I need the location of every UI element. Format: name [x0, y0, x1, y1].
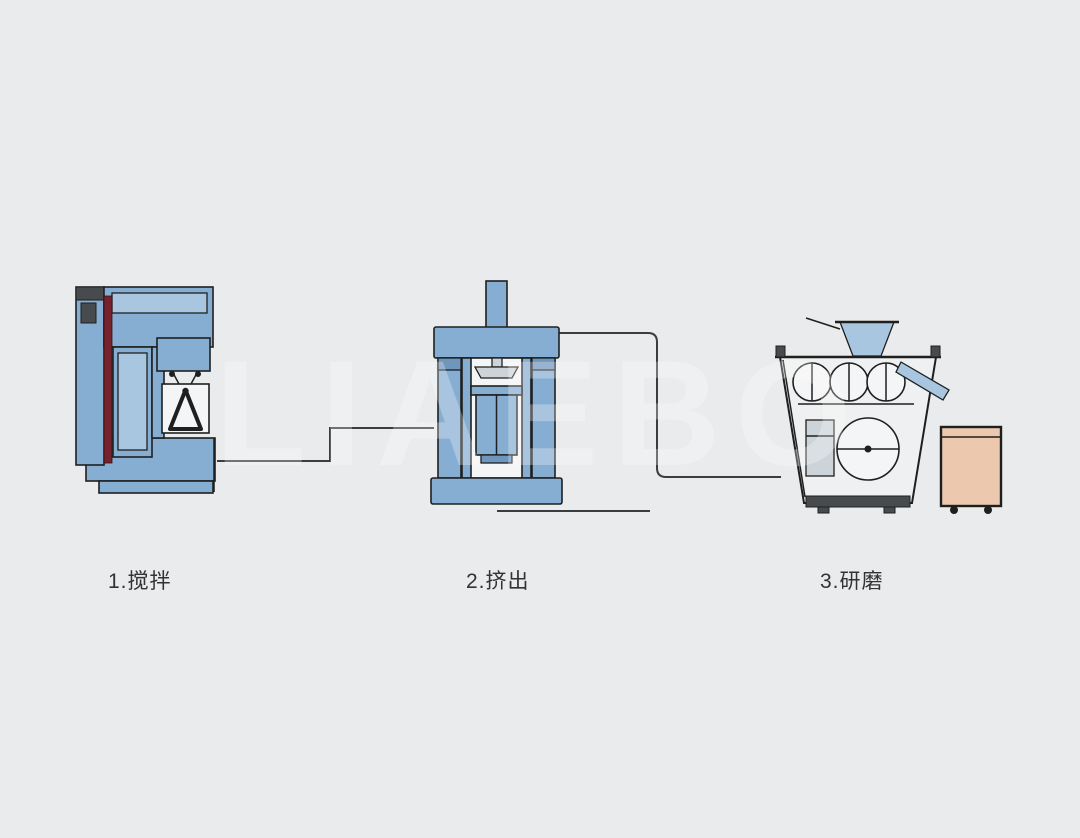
mixer-machine	[75, 286, 216, 494]
mixer-base-plate	[98, 480, 214, 494]
mixer-tower-window	[80, 302, 97, 324]
grinder-foot-right	[883, 506, 896, 514]
press-inner-rod-left	[461, 357, 472, 479]
drive-wheel-hub	[864, 445, 872, 453]
grinder-machine	[775, 317, 950, 514]
grinder-flange-right	[930, 345, 941, 358]
press-column-left-cap	[437, 357, 462, 371]
tank-wheel-left	[950, 506, 958, 514]
agitator-pivot	[182, 387, 189, 395]
mixer-hanger-pin-left	[169, 371, 175, 377]
step-label-mixing: 1.搅拌	[108, 570, 172, 593]
grinder-flange-left	[775, 345, 786, 358]
mixer-door-panel	[117, 352, 148, 451]
flow-line-press-to-grinder	[559, 332, 781, 478]
ram-plate	[473, 366, 520, 379]
press-column-right	[531, 357, 556, 479]
ram-stem	[491, 357, 503, 368]
grinder-foot-left	[817, 506, 830, 514]
red-stripe	[103, 295, 113, 464]
discharge-chute	[895, 361, 950, 401]
press-top-cylinder	[485, 280, 508, 330]
press-top-beam	[433, 326, 560, 359]
tank-wheel-right	[984, 506, 992, 514]
drive-housing	[805, 419, 835, 477]
mixer-head-panel	[111, 292, 208, 314]
step-label-grinding: 3.研磨	[820, 570, 884, 593]
mixer-hanger-pin-right	[195, 371, 201, 377]
press-inner-rod-right	[521, 357, 532, 479]
grinder-base	[805, 495, 911, 508]
flow-line-mixer-to-press	[217, 427, 434, 462]
collection-tank	[939, 425, 1003, 508]
flow-lines	[217, 332, 781, 512]
step-label-extrude: 2.挤出	[466, 570, 530, 593]
press-bottom-beam	[430, 477, 563, 505]
feed-hopper	[839, 321, 895, 357]
mixer-tower-cap	[75, 286, 105, 301]
mixer-bowl-arm	[156, 337, 211, 372]
extruder-press-machine	[430, 280, 563, 505]
press-column-right-cap	[531, 357, 556, 371]
hopper-feed-pipe	[805, 317, 841, 330]
press-column-left	[437, 357, 462, 479]
grinding-rollers	[792, 362, 906, 402]
side-brace	[782, 359, 806, 498]
barrel-flange	[470, 385, 523, 396]
agitator-triangle	[168, 388, 203, 431]
barrel-outlet	[480, 454, 513, 464]
collection-container	[939, 425, 1003, 514]
